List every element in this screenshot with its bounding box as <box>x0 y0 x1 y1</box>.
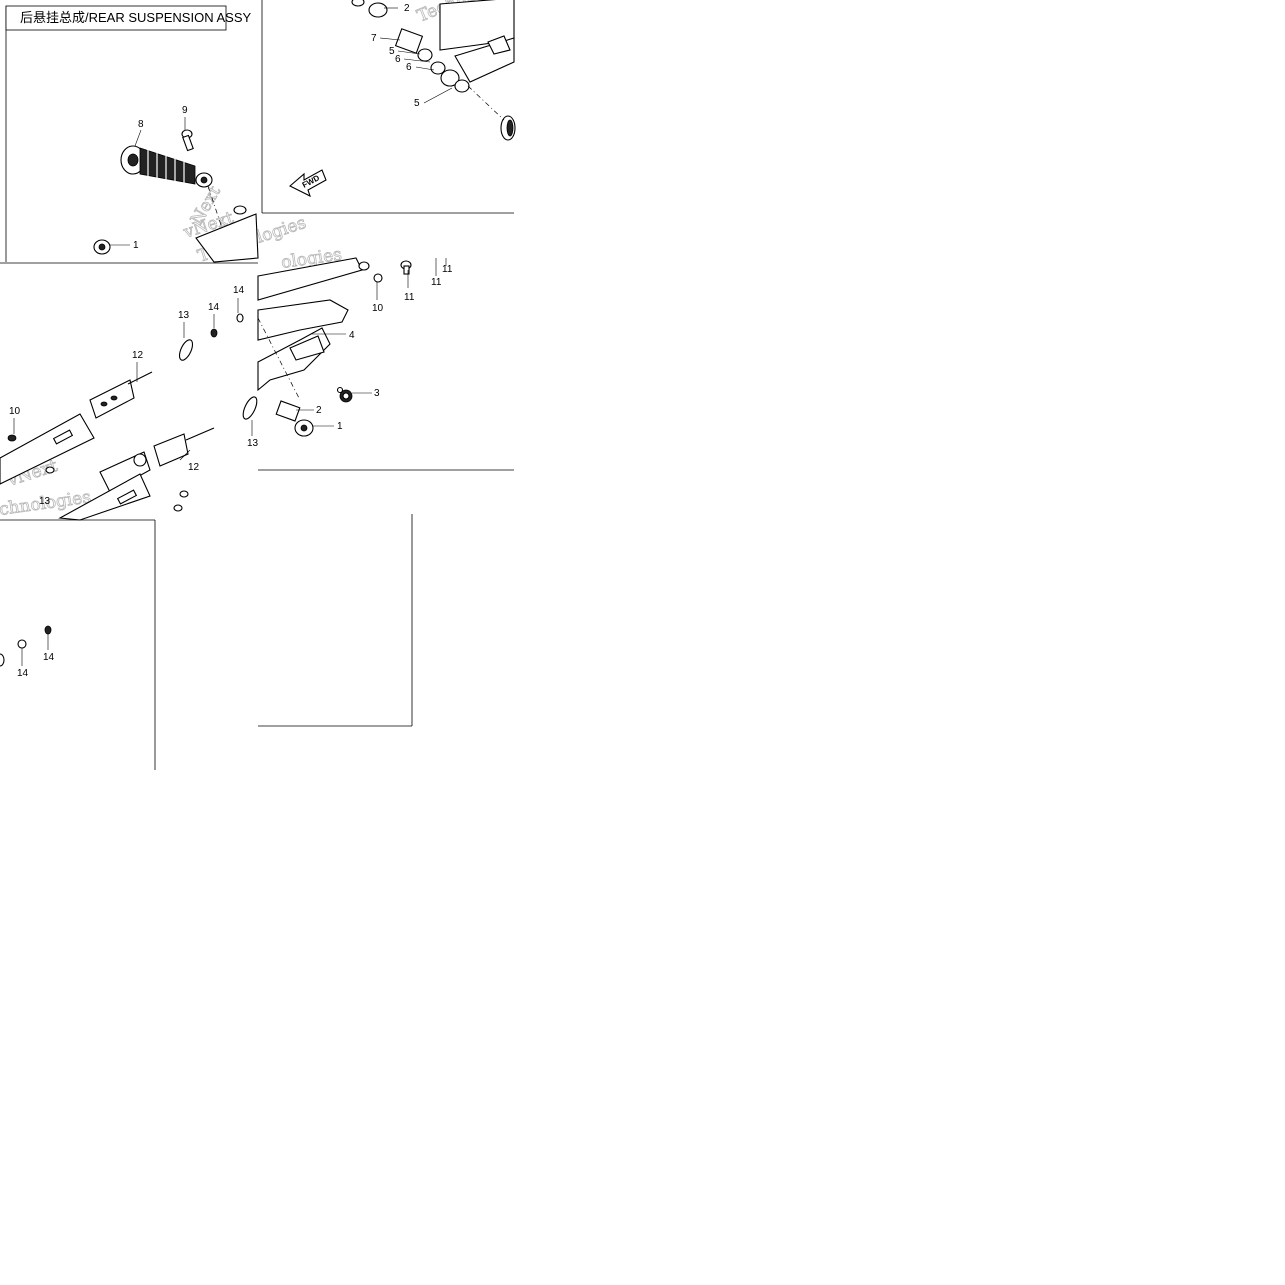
callout-label: 12 <box>132 350 144 361</box>
swingarm-assembly <box>257 257 412 437</box>
callout-label: 7 <box>371 33 377 44</box>
callout-label: 6 <box>395 54 401 65</box>
shock-absorber <box>93 129 259 263</box>
tile-frames <box>0 0 514 770</box>
callout-label: 5 <box>414 98 420 109</box>
callout-label: 1 <box>337 421 343 432</box>
callout-label: 2 <box>316 405 322 416</box>
callout-label: 10 <box>9 406 21 417</box>
title-box: 后悬挂总成/REAR SUSPENSION ASSY <box>5 5 251 31</box>
callout-label: 13 <box>178 310 190 321</box>
callout-label: 13 <box>39 496 51 507</box>
callout-label: 11 <box>431 277 442 288</box>
callout-label: 5 <box>389 46 395 57</box>
callout-label: 6 <box>406 62 412 73</box>
leader-lines <box>13 7 453 666</box>
callout-label: 14 <box>208 302 220 313</box>
callout-labels: 2 7 5 6 6 5 9 8 1 11 11 11 10 4 3 2 1 14… <box>9 3 453 679</box>
fwd-arrow-icon: FWD <box>289 169 327 198</box>
callout-label: 10 <box>372 303 384 314</box>
lower-washers <box>0 625 52 667</box>
callout-label: 11 <box>404 292 415 303</box>
callout-label: 14 <box>233 285 245 296</box>
chain-adjuster-parts <box>0 313 258 521</box>
callout-label: 14 <box>17 668 29 679</box>
callout-label: 9 <box>182 105 188 116</box>
callout-label: 13 <box>247 438 259 449</box>
callout-label: 8 <box>138 119 144 130</box>
callout-label: 3 <box>374 388 380 399</box>
diagram-title: 后悬挂总成/REAR SUSPENSION ASSY <box>20 10 251 25</box>
callout-label: 11 <box>442 264 453 275</box>
callout-label: 12 <box>188 462 200 473</box>
callout-label: 2 <box>404 3 410 14</box>
swingarm-pivot-parts: FWD <box>289 0 516 198</box>
callout-label: 1 <box>133 240 139 251</box>
callout-label: 4 <box>349 330 355 341</box>
callout-label: 14 <box>43 652 55 663</box>
